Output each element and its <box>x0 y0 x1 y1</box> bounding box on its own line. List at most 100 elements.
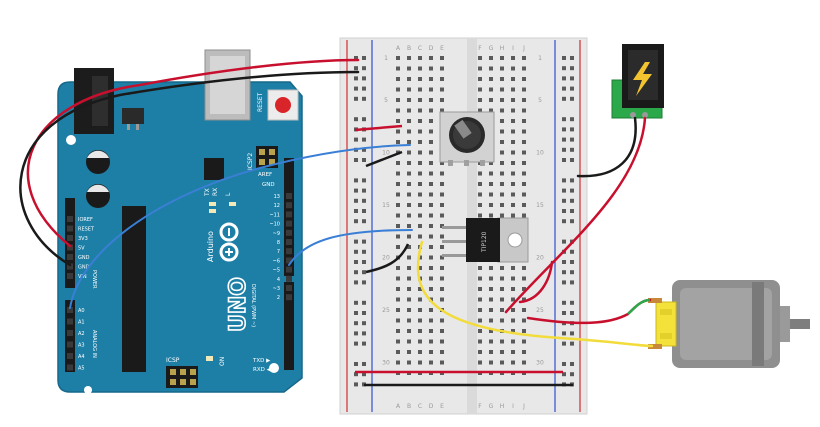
breadboard-hole <box>407 213 411 218</box>
rail-hole <box>362 362 366 366</box>
rail-hole <box>570 249 574 254</box>
header-pin <box>67 341 73 348</box>
blue-wire <box>288 229 413 266</box>
digital-pin-label: ~11 <box>269 212 280 218</box>
breadboard-hole <box>489 182 493 186</box>
rail-hole <box>362 249 366 254</box>
potentiometer <box>439 111 495 166</box>
breadboard-hole <box>489 108 493 113</box>
breadboard-hole <box>429 56 433 60</box>
digital-label: DIGITAL (PWM ~) <box>250 284 256 327</box>
breadboard-hole <box>478 318 482 323</box>
breadboard-hole <box>429 192 433 197</box>
breadboard-hole <box>407 129 411 134</box>
breadboard-hole <box>478 213 482 218</box>
header-pin <box>286 239 292 245</box>
rail-hole <box>562 117 566 122</box>
header-pin <box>286 220 292 227</box>
breadboard-hole <box>407 171 411 176</box>
breadboard-hole <box>478 192 482 197</box>
arduino-logo <box>219 222 239 262</box>
digital-pin-label: ~5 <box>273 268 280 274</box>
transistor: TIP120 <box>442 217 529 263</box>
breadboard-hole <box>489 66 493 71</box>
rail-hole <box>354 158 358 162</box>
rail-hole <box>362 147 366 152</box>
breadboard-hole <box>440 98 444 102</box>
header-pin <box>286 248 292 255</box>
black-jumper <box>365 243 410 274</box>
breadboard-hole <box>489 203 493 207</box>
breadboard-hole <box>429 245 433 249</box>
rail-hole <box>570 178 574 183</box>
rail-hole <box>354 137 358 142</box>
breadboard-hole <box>489 276 493 281</box>
breadboard-hole <box>407 245 411 249</box>
rail-hole <box>570 147 574 152</box>
breadboard-hole <box>500 140 504 144</box>
breadboard-hole <box>522 203 526 207</box>
breadboard-column-label: F <box>478 403 482 410</box>
breadboard-hole <box>489 171 493 176</box>
breadboard-hole <box>407 140 411 144</box>
header-pin <box>286 294 292 301</box>
breadboard-hole <box>407 66 411 71</box>
breadboard-hole <box>511 329 515 333</box>
breadboard-hole <box>440 56 444 60</box>
breadboard-hole <box>440 255 444 260</box>
breadboard-hole <box>522 119 526 123</box>
header-pin <box>67 353 73 359</box>
breadboard-hole <box>511 108 515 113</box>
breadboard-row-label: 15 <box>382 202 390 209</box>
breadboard-hole <box>418 287 422 291</box>
icsp2-header <box>256 146 278 168</box>
rx-label: RX <box>212 188 219 196</box>
breadboard-hole <box>478 98 482 102</box>
breadboard-hole <box>418 182 422 186</box>
breadboard-hole <box>407 98 411 102</box>
rail-hole <box>354 96 358 101</box>
breadboard-hole <box>407 56 411 60</box>
breadboard-hole <box>429 308 433 312</box>
power-pin-label: 3V3 <box>78 236 88 242</box>
breadboard-column-label: C <box>418 403 422 410</box>
rail-hole <box>570 311 574 315</box>
black-wire <box>576 116 637 178</box>
breadboard-hole <box>511 140 515 144</box>
rail-hole <box>570 127 574 132</box>
breadboard-hole <box>522 66 526 71</box>
breadboard-hole <box>478 77 482 81</box>
rail-hole <box>570 66 574 71</box>
breadboard-hole <box>489 329 493 333</box>
breadboard-hole <box>429 129 433 134</box>
breadboard-hole <box>511 98 515 102</box>
breadboard-hole <box>418 66 422 71</box>
breadboard-hole <box>418 360 422 365</box>
breadboard-hole <box>407 234 411 239</box>
header-pin <box>286 211 292 218</box>
breadboard-hole <box>478 56 482 60</box>
l-led <box>229 202 236 206</box>
breadboard-hole <box>396 329 400 333</box>
reset-button-cap[interactable] <box>275 97 291 113</box>
breadboard-hole <box>407 318 411 323</box>
breadboard-hole <box>429 329 433 333</box>
breadboard-hole <box>522 182 526 186</box>
breadboard-hole <box>396 171 400 176</box>
breadboard-hole <box>407 287 411 291</box>
rail-hole <box>354 239 358 244</box>
breadboard-hole <box>511 339 515 344</box>
breadboard-hole <box>478 203 482 207</box>
digital-pin-label: 7 <box>277 249 280 255</box>
breadboard-column-label: D <box>429 403 434 410</box>
transistor-body <box>466 218 500 262</box>
breadboard-hole <box>500 108 504 113</box>
breadboard-hole <box>511 182 515 186</box>
txd-label: TXD ▶ <box>252 358 271 364</box>
rail-hole <box>354 331 358 336</box>
breadboard-hole <box>429 276 433 281</box>
breadboard-hole <box>440 266 444 270</box>
rail-hole <box>354 76 358 81</box>
